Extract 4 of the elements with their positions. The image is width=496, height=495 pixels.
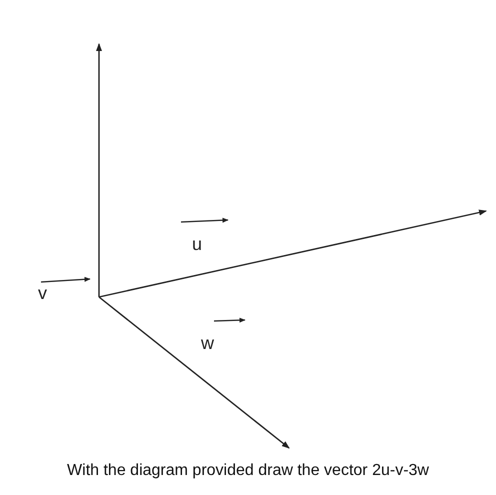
caption: With the diagram provided draw the vector 2u-v-3w <box>66 462 430 480</box>
vector-label: v <box>38 284 47 302</box>
vector-label: w <box>201 334 214 352</box>
vector-label: u <box>192 235 202 253</box>
